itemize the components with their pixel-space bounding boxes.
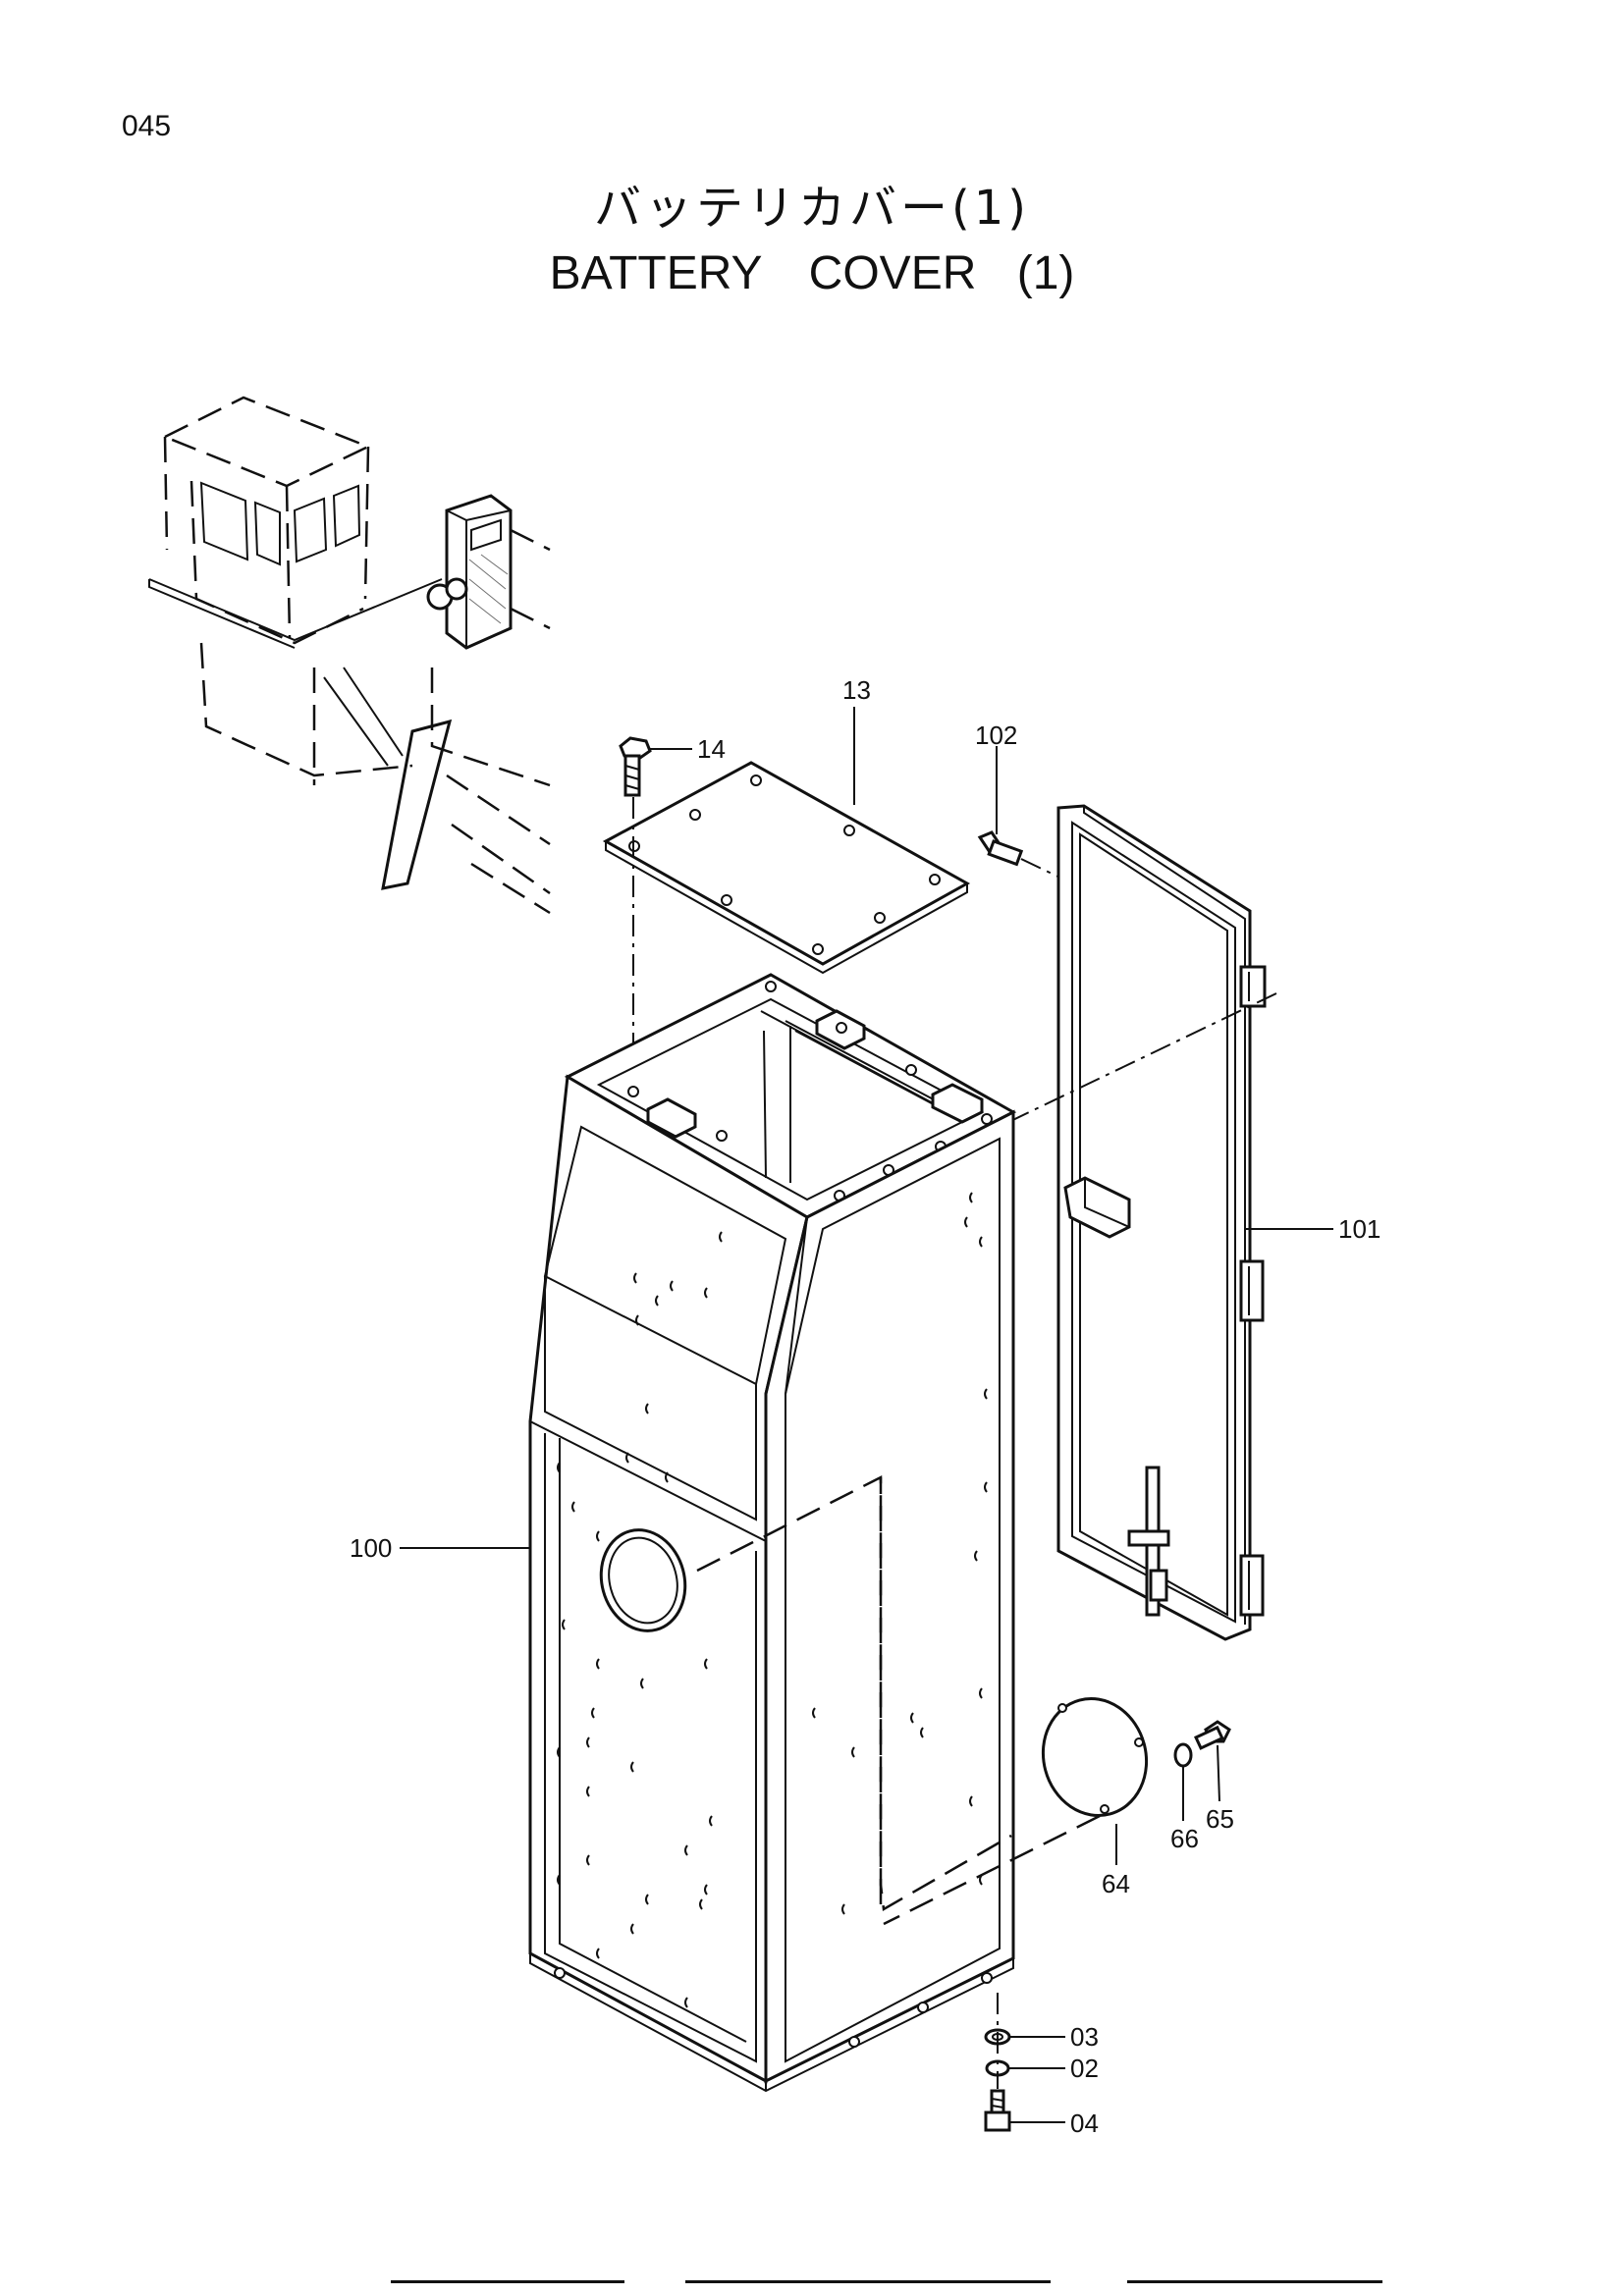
callout-101: 101	[1338, 1214, 1380, 1244]
top-plate-13	[602, 761, 971, 975]
footer-rule-middle	[685, 2280, 1051, 2283]
callout-13: 13	[842, 675, 871, 705]
round-cover-64	[883, 1697, 1149, 1926]
callout-04: 04	[1070, 2109, 1099, 2138]
callout-14: 14	[697, 734, 726, 764]
callout-102: 102	[975, 721, 1017, 750]
callout-100: 100	[350, 1533, 392, 1563]
callout-66: 66	[1170, 1824, 1199, 1853]
leader-lines	[400, 707, 1333, 2123]
title-english: BATTERY COVER (1)	[549, 247, 1075, 299]
washer-66	[1173, 1742, 1193, 1768]
bolt-04	[984, 2089, 1011, 2132]
callout-64: 64	[1102, 1869, 1130, 1898]
screw-65	[1194, 1720, 1231, 1750]
page-number: 045	[122, 110, 172, 142]
callout-02: 02	[1070, 2054, 1099, 2083]
machine-context-outline	[148, 396, 551, 915]
footer-rule-left	[391, 2280, 624, 2283]
footer-rule-right	[1127, 2280, 1382, 2283]
callout-03: 03	[1070, 2022, 1099, 2052]
bolt-14	[619, 736, 652, 1080]
title-japanese: バッテリカバー(1)	[594, 181, 1030, 236]
battery-box-100	[528, 973, 1017, 2093]
door-101	[922, 804, 1277, 1641]
callout-65: 65	[1206, 1804, 1234, 1834]
